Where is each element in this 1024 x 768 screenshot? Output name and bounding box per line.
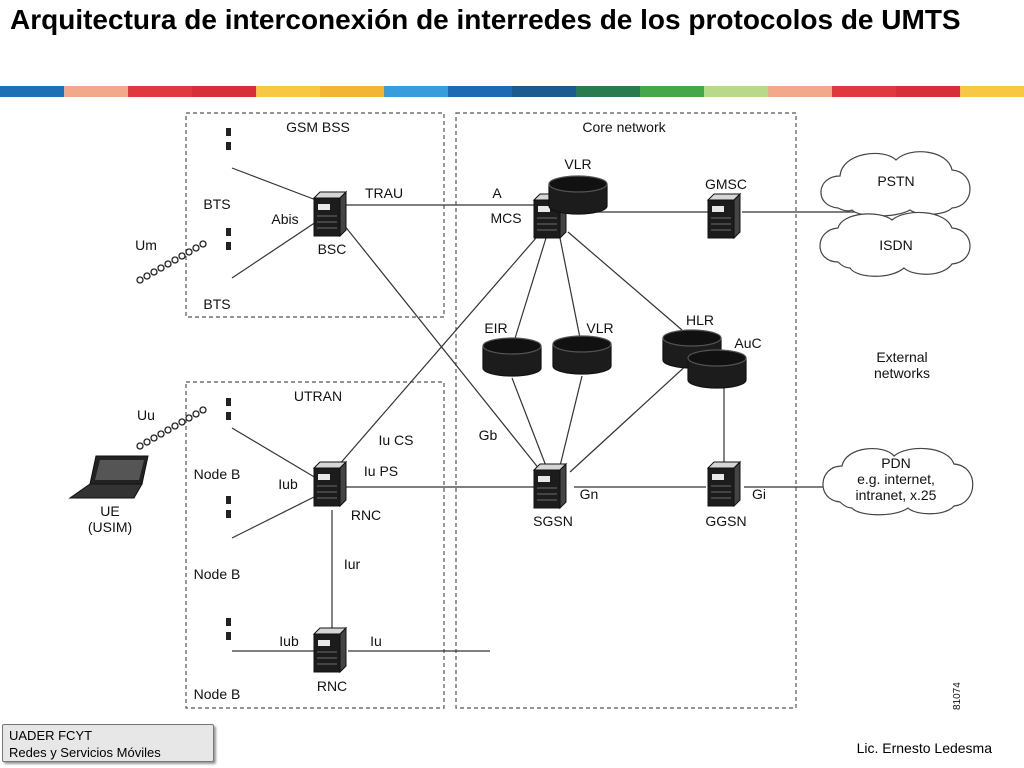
stripe-segment-8: [448, 86, 512, 97]
stripe-segment-14: [832, 86, 896, 97]
gmsc-label: GMSC: [705, 176, 747, 192]
gn-interface-label: Gn: [580, 486, 599, 502]
stripe-segment-4: [192, 86, 256, 97]
stripe-segment-12: [704, 86, 768, 97]
node-b-2-label: Node B: [194, 566, 241, 582]
um-interface-label: Um: [135, 237, 157, 253]
figure-number: 81074: [952, 682, 963, 710]
abis-interface-label: Abis: [271, 211, 298, 227]
ue-label: UE: [100, 503, 119, 519]
ggsn-label: GGSN: [705, 513, 746, 529]
vlr-mid-label: VLR: [586, 320, 613, 336]
pdn-label: PDN: [881, 455, 911, 471]
course-info-box: UADER FCYT Redes y Servicios Móviles: [2, 724, 214, 762]
utran-label: UTRAN: [294, 388, 342, 404]
vlr-top-database-icon: [548, 175, 608, 215]
pstn-label: PSTN: [877, 173, 914, 189]
sgsn-label: SGSN: [533, 513, 573, 529]
gsm-bss-label: GSM BSS: [286, 119, 350, 135]
stripe-segment-6: [320, 86, 384, 97]
pdn-example-label-line1: e.g. internet,: [857, 471, 935, 487]
gsm-bss-zone: [185, 112, 445, 318]
sgsn-server-icon: [533, 463, 567, 509]
stripe-segment-15: [896, 86, 960, 97]
rnc-second-label: RNC: [317, 678, 347, 694]
iu-cs-interface-label: Iu CS: [378, 432, 413, 448]
slide-title: Arquitectura de interconexión de interre…: [10, 4, 961, 35]
gmsc-server-icon: [707, 193, 741, 239]
bsc-server-icon: [313, 191, 347, 237]
hlr-label: HLR: [686, 312, 714, 328]
utran-zone: [185, 381, 445, 709]
core-network-zone: [455, 112, 797, 709]
color-stripe-divider: [0, 86, 1024, 97]
rnc-main-label: RNC: [351, 507, 381, 523]
bts-top-label: BTS: [203, 196, 230, 212]
stripe-segment-2: [64, 86, 128, 97]
eir-database-icon: [482, 337, 542, 377]
eir-label: EIR: [484, 320, 507, 336]
stripe-segment-10: [576, 86, 640, 97]
rnc-second-server-icon: [313, 627, 347, 673]
stripe-segment-16: [960, 86, 1024, 97]
pdn-cloud-icon: [822, 447, 974, 516]
ue-laptop-icon: [68, 455, 149, 499]
stripe-segment-11: [640, 86, 704, 97]
course-label: Redes y Servicios Móviles: [9, 745, 161, 760]
bts-bottom-label: BTS: [203, 296, 230, 312]
organization-label: UADER FCYT: [9, 728, 93, 743]
isdn-label: ISDN: [879, 237, 912, 253]
vlr-top-label: VLR: [564, 156, 591, 172]
stripe-segment-3: [128, 86, 192, 97]
usim-label: (USIM): [88, 519, 132, 535]
core-network-label: Core network: [582, 119, 666, 135]
a-interface-label: A: [492, 185, 502, 201]
author-label: Lic. Ernesto Ledesma: [856, 740, 992, 756]
auc-label: AuC: [734, 335, 761, 351]
stripe-segment-5: [256, 86, 320, 97]
network-links: [231, 167, 872, 652]
umts-architecture-diagram: GSM BSS Core network UTRAN: [68, 112, 974, 710]
external-networks-label-line1: External: [876, 349, 927, 365]
rnc-main-server-icon: [313, 461, 347, 507]
node-b-3-label: Node B: [194, 686, 241, 702]
ggsn-server-icon: [707, 461, 741, 507]
bsc-label: BSC: [318, 241, 347, 257]
mcs-label: MCS: [490, 210, 521, 226]
isdn-cloud-icon: [819, 211, 971, 277]
stripe-segment-1: [0, 86, 64, 97]
pdn-example-label-line2: intranet, x.25: [856, 487, 937, 503]
node-b-1-label: Node B: [194, 466, 241, 482]
gi-interface-label: Gi: [752, 486, 766, 502]
gb-interface-label: Gb: [479, 427, 498, 443]
trau-interface-label: TRAU: [365, 185, 403, 201]
iu-ps-interface-label: Iu PS: [364, 463, 398, 479]
vlr-mid-database-icon: [552, 335, 612, 375]
iub-2-interface-label: Iub: [279, 633, 299, 649]
iu-interface-label: Iu: [370, 633, 382, 649]
external-networks-label-line2: networks: [874, 365, 930, 381]
iub-1-interface-label: Iub: [278, 476, 298, 492]
stripe-segment-13: [768, 86, 832, 97]
iur-interface-label: Iur: [344, 556, 361, 572]
stripe-segment-7: [384, 86, 448, 97]
auc-database-icon: [687, 349, 747, 389]
uu-interface-label: Uu: [137, 407, 155, 423]
stripe-segment-9: [512, 86, 576, 97]
